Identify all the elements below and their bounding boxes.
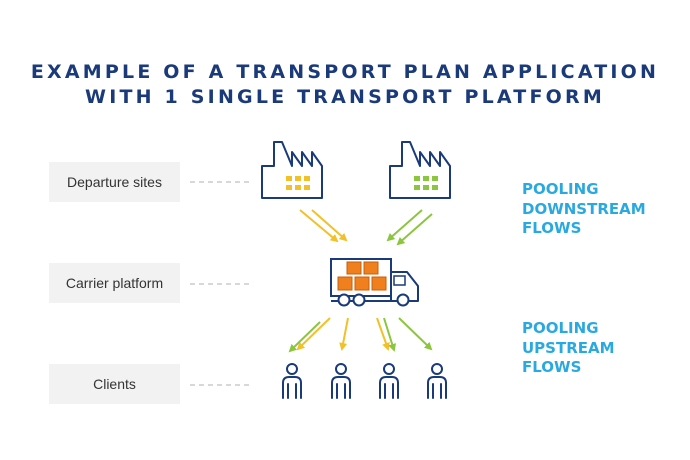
upstream-arrow-green <box>383 317 397 352</box>
clients-label: Clients <box>49 364 180 404</box>
downstream-arrow-yellow <box>311 209 348 242</box>
pooling-downstream-line-2: DOWNSTREAM <box>522 199 646 218</box>
departure-sites-label: Departure sites <box>49 162 180 202</box>
factory-icon <box>261 141 323 199</box>
truck-icon <box>330 258 419 307</box>
downstream-arrow-green <box>396 213 433 246</box>
upstream-arrow-yellow <box>376 317 390 351</box>
pooling-upstream-flows-label: POOLING UPSTREAM FLOWS <box>522 319 615 378</box>
carrier-platform-label: Carrier platform <box>49 263 180 303</box>
pooling-downstream-line-3: FLOWS <box>522 219 582 237</box>
person-icon <box>331 363 351 399</box>
upstream-arrow-yellow <box>339 317 349 351</box>
pooling-downstream-flows-label: POOLING DOWNSTREAM FLOWS <box>522 180 646 239</box>
upstream-arrow-green <box>288 321 321 353</box>
downstream-arrow-yellow <box>299 209 339 243</box>
person-icon <box>282 363 302 399</box>
person-icon <box>427 363 447 399</box>
pooling-upstream-line-1: POOLING <box>522 319 599 337</box>
upstream-arrow-green <box>398 317 433 351</box>
person-icon <box>379 363 399 399</box>
pooling-downstream-line-1: POOLING <box>522 180 599 198</box>
diagram-title-line-2: WITH 1 SINGLE TRANSPORT PLATFORM <box>85 86 605 108</box>
pooling-upstream-line-2: UPSTREAM <box>522 338 615 357</box>
downstream-arrow-green <box>386 209 423 242</box>
upstream-arrow-yellow <box>296 317 331 351</box>
diagram-title-line-1: EXAMPLE OF A TRANSPORT PLAN APPLICATION <box>30 61 660 83</box>
pooling-upstream-line-3: FLOWS <box>522 358 582 376</box>
factory-icon <box>389 141 451 199</box>
